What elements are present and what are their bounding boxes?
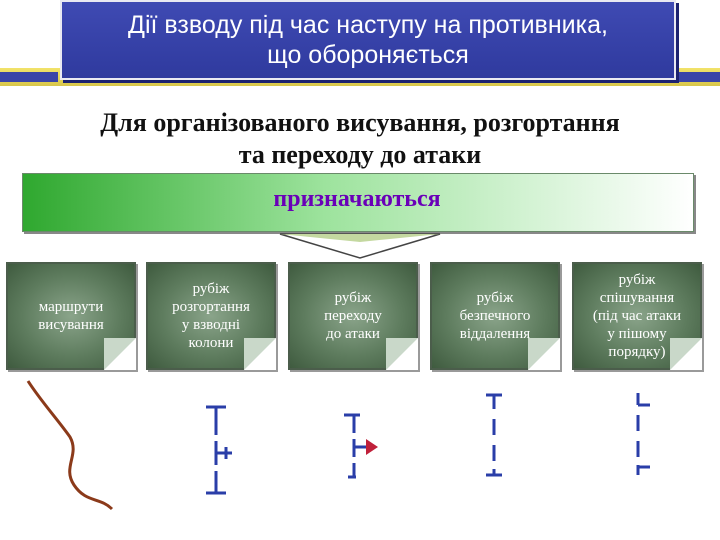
card-line: безпечного bbox=[459, 308, 531, 324]
card-text: рубіж переходу до атаки bbox=[324, 289, 382, 343]
card-text: маршрути висування bbox=[38, 298, 104, 334]
card-line: (під час атаки bbox=[592, 308, 682, 324]
safe-distance-line-icon bbox=[486, 393, 502, 477]
card-text: рубіж розгортання у взводні колони bbox=[172, 280, 250, 352]
card-text: рубіж безпечного віддалення bbox=[460, 289, 531, 343]
card-line: у пішому bbox=[607, 326, 667, 342]
card-line: розгортання bbox=[172, 299, 250, 315]
subtitle: Для організованого висування, розгортанн… bbox=[40, 107, 680, 171]
attack-arrow-icon bbox=[366, 439, 378, 455]
page-fold-icon bbox=[528, 338, 560, 370]
subtitle-line-2: та переходу до атаки bbox=[238, 140, 482, 169]
banner-bar bbox=[22, 173, 694, 232]
card-deployment-line: рубіж розгортання у взводні колони bbox=[146, 262, 276, 370]
subtitle-line-1: Для організованого висування, розгортанн… bbox=[100, 108, 620, 137]
title-box: Дії взводу під час наступу на противника… bbox=[60, 0, 676, 80]
card-line: у взводні bbox=[181, 317, 241, 333]
card-line: переходу bbox=[324, 308, 382, 324]
tactical-symbols bbox=[26, 380, 650, 511]
deployment-line-icon bbox=[206, 405, 232, 495]
route-line-icon bbox=[26, 380, 114, 511]
card-line: віддалення bbox=[459, 326, 531, 342]
page-fold-icon bbox=[670, 338, 702, 370]
page-fold-icon bbox=[244, 338, 276, 370]
title-line-1: Дії взводу під час наступу на противника… bbox=[128, 11, 608, 39]
title-line-2: що обороняється bbox=[267, 41, 469, 69]
card-line: рубіж bbox=[192, 281, 230, 297]
card-line: порядку) bbox=[608, 344, 666, 360]
stripe-blue-right bbox=[668, 72, 720, 82]
card-line: рубіж bbox=[334, 290, 372, 306]
page-fold-icon bbox=[386, 338, 418, 370]
card-text: рубіж спішування (під час атаки у пішому… bbox=[593, 271, 681, 361]
card-line: спішування bbox=[599, 290, 675, 306]
down-arrow-shade bbox=[280, 234, 440, 242]
card-line: рубіж bbox=[618, 272, 656, 288]
down-arrow-icon bbox=[279, 233, 441, 259]
banner-label: призначаються bbox=[273, 186, 441, 212]
page-fold-icon bbox=[104, 338, 136, 370]
attack-line-icon bbox=[344, 413, 378, 479]
card-attack-transition-line: рубіж переходу до атаки bbox=[288, 262, 418, 370]
card-line: маршрути bbox=[38, 299, 104, 315]
card-marching-routes: маршрути висування bbox=[6, 262, 136, 370]
card-line: рубіж bbox=[476, 290, 514, 306]
card-line: колони bbox=[188, 335, 234, 351]
card-line: до атаки bbox=[326, 326, 380, 342]
dismount-line-icon bbox=[636, 393, 650, 475]
stripe-blue-left bbox=[0, 72, 58, 82]
card-dismount-line: рубіж спішування (під час атаки у пішому… bbox=[572, 262, 702, 370]
card-line: висування bbox=[38, 317, 104, 333]
card-safe-distance-line: рубіж безпечного віддалення bbox=[430, 262, 560, 370]
